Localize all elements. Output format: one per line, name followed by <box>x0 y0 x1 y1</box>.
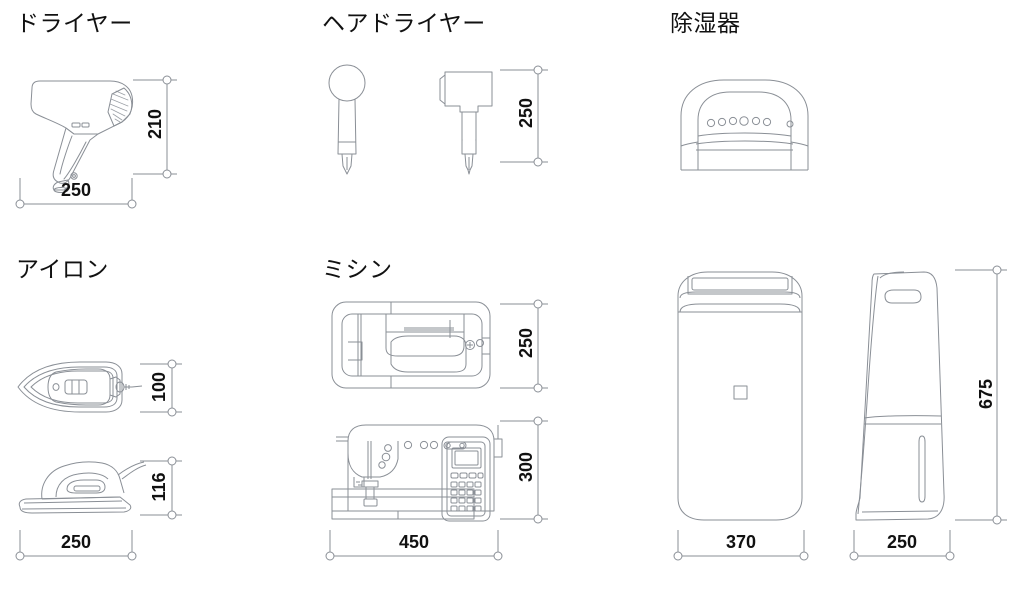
dryer-height-dimension: 210 <box>133 72 181 182</box>
dehumidifier-front-view <box>672 268 808 526</box>
dehumidifier-depth-value: 250 <box>886 532 918 552</box>
iron-top-view <box>10 358 145 416</box>
dryer-width-dimension: 250 <box>12 178 140 210</box>
iron-width-value: 250 <box>60 532 92 552</box>
section-title-dryer: ドライヤー <box>16 10 133 36</box>
iron-side-view <box>12 455 147 517</box>
sewing-machine-front-view <box>324 415 506 527</box>
dehumidifier-top-view <box>672 70 817 180</box>
dehumidifier-height-dimension: 675 <box>955 262 1013 530</box>
dryer-side-view <box>18 66 143 193</box>
hair-dryer-height-dimension: 250 <box>500 62 552 174</box>
iron-depth-value: 100 <box>149 371 169 403</box>
iron-width-dimension: 250 <box>12 530 140 562</box>
section-title-sewing-machine: ミシン <box>322 256 393 282</box>
sewing-machine-top-view <box>328 298 500 392</box>
section-title-iron: アイロン <box>16 256 109 282</box>
sewing-machine-height-dimension: 300 <box>500 415 552 527</box>
dehumidifier-height-value: 675 <box>976 378 996 410</box>
hair-dryer-side-view <box>434 62 504 177</box>
section-title-hair-dryer: ヘアドライヤー <box>322 10 486 36</box>
sewing-machine-width-dimension: 450 <box>322 530 506 562</box>
sewing-machine-height-value: 300 <box>516 451 536 483</box>
hair-dryer-height-value: 250 <box>516 97 536 129</box>
sewing-machine-depth-value: 250 <box>516 327 536 359</box>
sewing-machine-depth-dimension: 250 <box>500 298 552 396</box>
sewing-machine-width-value: 450 <box>398 532 430 552</box>
dryer-height-value: 210 <box>145 108 165 140</box>
dehumidifier-width-value: 370 <box>725 532 757 552</box>
iron-depth-dimension: 100 <box>140 358 186 420</box>
dehumidifier-width-dimension: 370 <box>670 530 812 562</box>
hair-dryer-front-view <box>322 62 372 177</box>
dehumidifier-depth-dimension: 250 <box>846 530 958 562</box>
iron-height-dimension: 116 <box>140 455 186 523</box>
iron-height-value: 116 <box>149 472 169 502</box>
section-title-dehumidifier: 除湿器 <box>670 10 741 36</box>
dehumidifier-side-view <box>848 268 954 526</box>
dryer-width-value: 250 <box>60 180 92 200</box>
